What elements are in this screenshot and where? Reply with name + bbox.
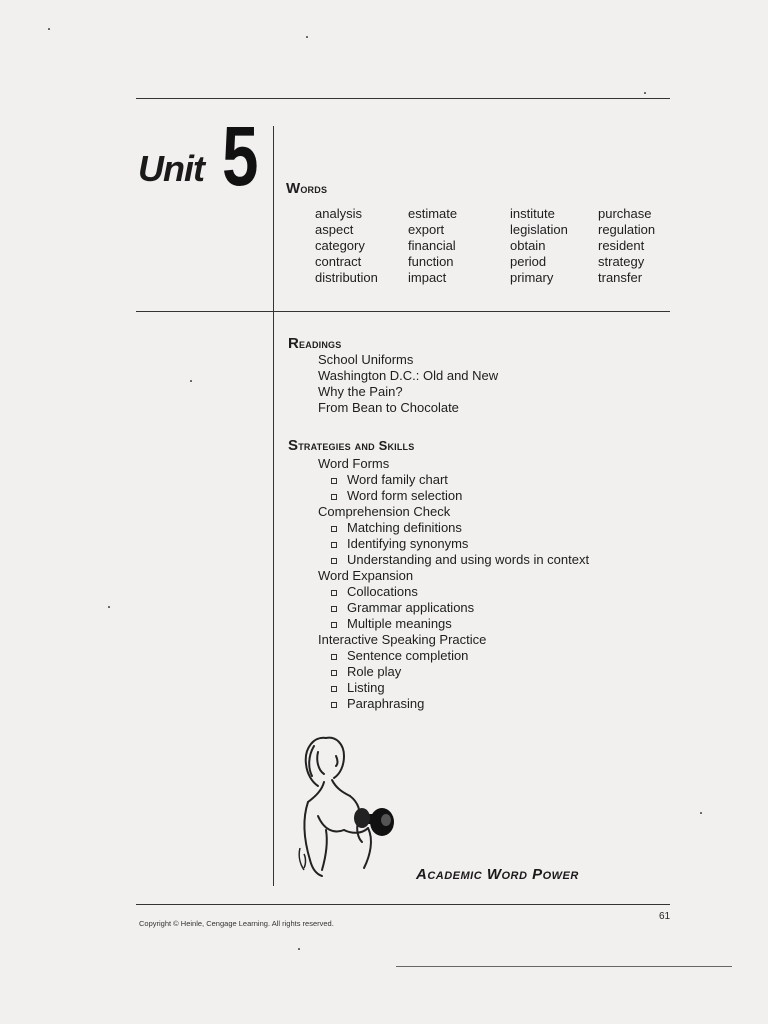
skill-item: Matching definitions (318, 520, 589, 536)
word-item: period (510, 254, 547, 269)
word-column-3: institute legislation obtain period prim… (510, 206, 568, 286)
vertical-rule (273, 126, 274, 886)
word-item: estimate (408, 206, 458, 221)
scan-speck (48, 28, 50, 30)
skill-item: Word family chart (318, 472, 589, 488)
square-bullet-icon (331, 526, 337, 532)
word-item: financial (408, 238, 456, 253)
word-item: obtain (510, 238, 546, 253)
word-column-2: estimate export financial function impac… (408, 206, 457, 286)
skill-group-label: Word Expansion (318, 568, 414, 583)
square-bullet-icon (331, 558, 337, 564)
square-bullet-icon (331, 606, 337, 612)
word-item: legislation (510, 222, 568, 237)
word-item: institute (510, 206, 555, 221)
word-column-4: purchase regulation resident strategy tr… (598, 206, 655, 286)
square-bullet-icon (331, 478, 337, 484)
square-bullet-icon (331, 494, 337, 500)
strategies-heading: Strategies and Skills (288, 437, 415, 454)
skill-item: Collocations (318, 584, 589, 600)
skill-item: Grammar applications (318, 600, 589, 616)
square-bullet-icon (331, 622, 337, 628)
word-item: contract (315, 254, 362, 269)
scan-speck (700, 812, 702, 814)
word-item: primary (510, 270, 554, 285)
scan-speck (298, 948, 300, 950)
reading-item: Why the Pain? (318, 384, 403, 399)
skill-group-label: Interactive Speaking Practice (318, 632, 487, 647)
footer-rule (136, 904, 670, 905)
word-item: aspect (315, 222, 354, 237)
word-item: function (408, 254, 454, 269)
weightlifter-illustration (298, 736, 394, 877)
words-bottom-rule (136, 311, 670, 312)
square-bullet-icon (331, 670, 337, 676)
word-item: regulation (598, 222, 656, 237)
word-item: resident (598, 238, 645, 253)
skill-item: Sentence completion (318, 648, 589, 664)
readings-heading: Readings (288, 335, 342, 352)
square-bullet-icon (331, 654, 337, 660)
word-item: category (315, 238, 365, 253)
skills-list: Word Forms Word family chart Word form s… (318, 456, 589, 712)
unit-label: Unit (138, 148, 205, 189)
skill-group-label: Comprehension Check (318, 504, 451, 519)
word-item: export (408, 222, 445, 237)
scan-speck (108, 606, 110, 608)
skill-group-label: Word Forms (318, 456, 390, 471)
series-brand-title: Academic Word Power (416, 866, 579, 883)
top-rule (136, 98, 670, 99)
scan-speck (306, 36, 308, 38)
words-heading: Words (286, 180, 328, 197)
word-item: purchase (598, 206, 652, 221)
word-item: impact (408, 270, 447, 285)
skill-item: Identifying synonyms (318, 536, 589, 552)
word-item: transfer (598, 270, 643, 285)
square-bullet-icon (331, 686, 337, 692)
square-bullet-icon (331, 542, 337, 548)
word-column-1: analysis aspect category contract distri… (315, 206, 378, 286)
scan-speck (190, 380, 192, 382)
skill-item: Multiple meanings (318, 616, 589, 632)
square-bullet-icon (331, 590, 337, 596)
word-item: strategy (598, 254, 645, 269)
page-number: 61 (659, 911, 671, 922)
reading-item: From Bean to Chocolate (318, 400, 459, 415)
unit-number: 5 (222, 109, 259, 203)
skill-item: Word form selection (318, 488, 589, 504)
word-item: analysis (315, 206, 362, 221)
reading-item: School Uniforms (318, 352, 414, 367)
skill-item: Understanding and using words in context (318, 552, 589, 568)
square-bullet-icon (331, 702, 337, 708)
skill-item: Role play (318, 664, 589, 680)
copyright-notice: Copyright © Heinle, Cengage Learning. Al… (139, 919, 334, 928)
dumbbell-icon (354, 808, 394, 836)
reading-item: Washington D.C.: Old and New (318, 368, 499, 383)
skill-item: Listing (318, 680, 589, 696)
scan-artifact-line (396, 966, 732, 967)
readings-list: School Uniforms Washington D.C.: Old and… (318, 352, 498, 416)
word-item: distribution (315, 270, 378, 285)
scan-speck (644, 92, 646, 94)
skill-item: Paraphrasing (318, 696, 589, 712)
